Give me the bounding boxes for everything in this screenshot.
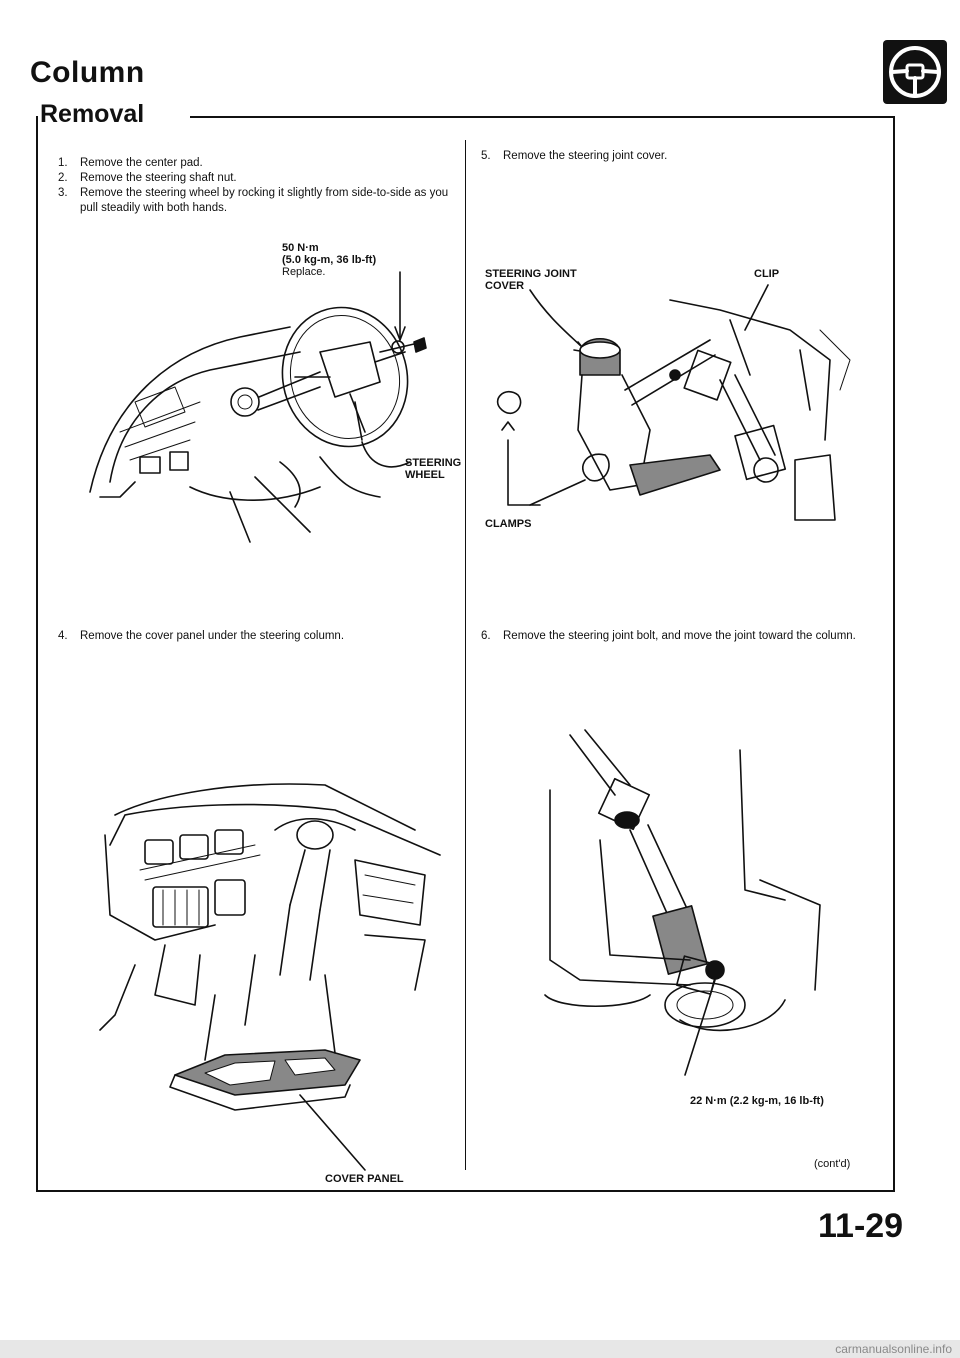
label-clamps: CLAMPS xyxy=(485,518,532,530)
torque-spec-wheel-nut: 50 N·m (5.0 kg-m, 36 lb-ft) Replace. xyxy=(282,242,377,278)
step-item-6: 6.Remove the steering joint bolt, and mo… xyxy=(481,630,856,642)
page-number: 11-29 xyxy=(818,1207,904,1245)
step-item: 1.Remove the center pad. xyxy=(58,157,203,169)
section-heading: Removal xyxy=(40,100,145,128)
frame-right-rule xyxy=(893,116,895,1192)
label-steering-wheel: STEERING WHEEL xyxy=(405,457,462,481)
step-item-4: 4.Remove the cover panel under the steer… xyxy=(58,630,345,642)
cover-panel-illustration xyxy=(99,783,441,1171)
label-steering-joint-cover: STEERING JOINT COVER xyxy=(485,268,577,292)
step-list-1-3: 1.Remove the center pad. 2.Remove the st… xyxy=(58,156,453,216)
steering-joint-bolt-illustration xyxy=(544,729,821,1076)
torque-spec-joint-bolt: 22 N·m (2.2 kg-m, 16 lb-ft) xyxy=(690,1095,824,1107)
steering-joint-cover-illustration xyxy=(496,284,851,521)
frame-left-rule xyxy=(36,116,38,1191)
column-divider xyxy=(465,140,466,1170)
footer-watermark: carmanualsonline.info xyxy=(0,1340,960,1358)
step-item: 2.Remove the steering shaft nut. xyxy=(58,172,237,184)
page-title: Column xyxy=(30,56,145,89)
label-clip: CLIP xyxy=(754,268,780,280)
label-cover-panel: COVER PANEL xyxy=(325,1173,404,1185)
steering-wheel-illustration xyxy=(89,271,427,543)
step-item: 3.Remove the steering wheel by rocking i… xyxy=(58,187,449,214)
section-rule xyxy=(190,116,895,118)
continued-note: (cont'd) xyxy=(814,1158,851,1170)
frame-bottom-rule xyxy=(36,1190,894,1192)
steering-wheel-icon xyxy=(883,40,947,104)
step-item-5: 5.Remove the steering joint cover. xyxy=(481,150,668,162)
